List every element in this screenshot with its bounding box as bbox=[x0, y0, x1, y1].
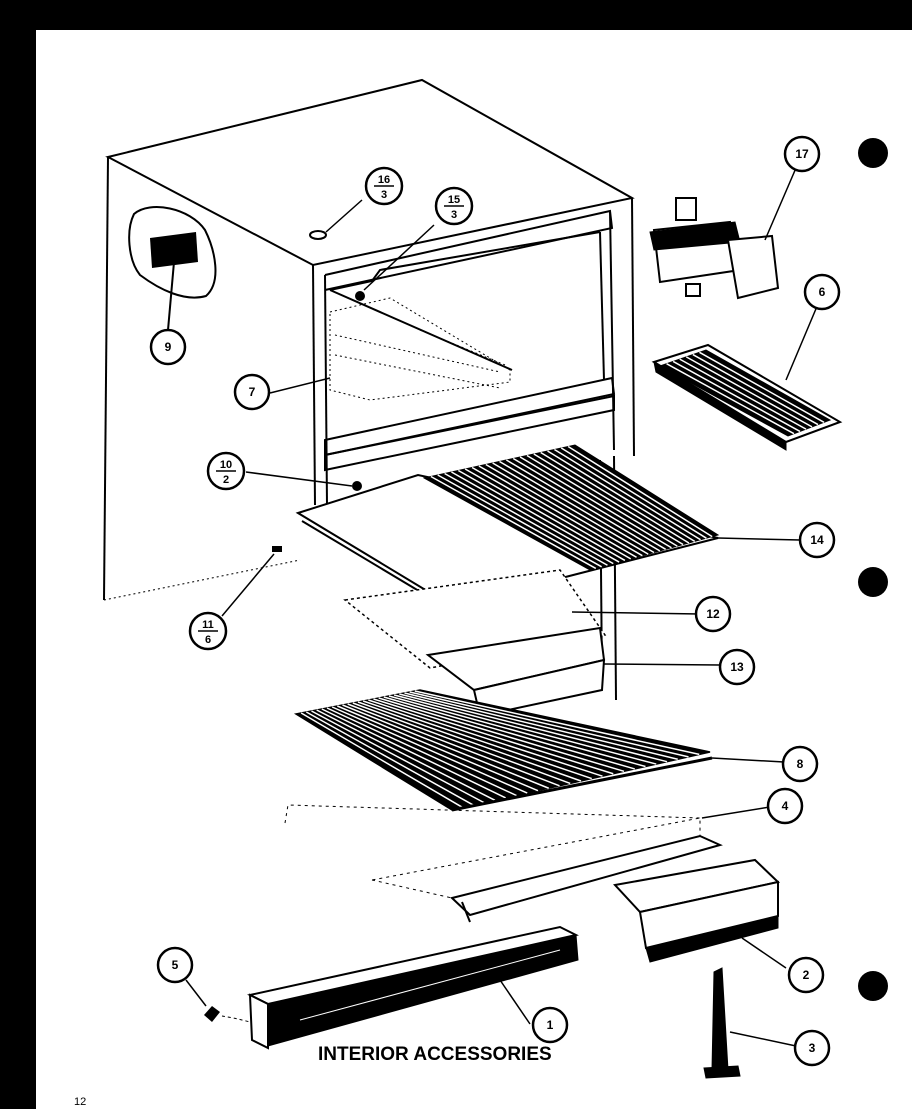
crisper-drawer bbox=[613, 858, 787, 969]
callout-circle bbox=[781, 745, 819, 783]
freezer-shelf bbox=[295, 444, 801, 613]
callout-number: 7 bbox=[249, 385, 256, 399]
callout-circle bbox=[694, 595, 732, 633]
ice-cube-tray bbox=[651, 303, 843, 451]
top-screw bbox=[309, 199, 363, 240]
callout-number: 13 bbox=[730, 660, 744, 674]
callout-number: 5 bbox=[172, 958, 179, 972]
callout-circle bbox=[787, 956, 825, 994]
callout-number: 2 bbox=[803, 968, 810, 982]
callout-circle bbox=[531, 1006, 569, 1044]
callout-number: 10 bbox=[220, 459, 232, 471]
callout-4: 4 bbox=[766, 787, 804, 825]
callout-number: 14 bbox=[810, 533, 824, 547]
crisper-front bbox=[247, 925, 579, 1050]
callout-quantity: 3 bbox=[451, 209, 457, 221]
callout-number: 1 bbox=[547, 1018, 554, 1032]
punch-hole-middle bbox=[858, 567, 888, 597]
callout-number: 17 bbox=[795, 147, 809, 161]
callout-number: 11 bbox=[202, 619, 214, 631]
callout-circle bbox=[783, 135, 821, 173]
callout-8: 8 bbox=[781, 745, 819, 783]
callout-3: 3 bbox=[793, 1029, 831, 1067]
crisper-clip bbox=[185, 979, 251, 1023]
callout-circle bbox=[233, 373, 271, 411]
label-plate bbox=[128, 206, 217, 331]
punch-hole-bottom bbox=[858, 971, 888, 1001]
callout-number: 3 bbox=[809, 1041, 816, 1055]
callout-circle bbox=[803, 273, 841, 311]
callout-number: 8 bbox=[797, 757, 804, 771]
callout-number: 9 bbox=[165, 340, 172, 354]
shelf-support-screw bbox=[245, 471, 362, 491]
rear-panel bbox=[103, 297, 511, 601]
callout-11-6: 116 bbox=[188, 611, 228, 651]
meat-pan bbox=[343, 569, 721, 718]
crisper-cover bbox=[284, 804, 771, 923]
callout-2: 2 bbox=[787, 956, 825, 994]
callout-number: 6 bbox=[819, 285, 826, 299]
callout-number: 16 bbox=[378, 174, 390, 186]
refrigerator-shelf bbox=[293, 689, 785, 812]
support-leg bbox=[703, 967, 797, 1079]
callout-15-3: 153 bbox=[434, 186, 474, 226]
callout-16-3: 163 bbox=[364, 166, 404, 206]
callout-13: 13 bbox=[718, 648, 756, 686]
callout-10-2: 102 bbox=[206, 451, 246, 491]
diagram-caption: INTERIOR ACCESSORIES bbox=[318, 1044, 552, 1065]
callout-circle bbox=[149, 328, 187, 366]
inner-screw bbox=[355, 224, 435, 301]
callout-7: 7 bbox=[233, 373, 271, 411]
cabinet-outline bbox=[103, 78, 635, 701]
scan-mark bbox=[14, 40, 19, 70]
icemaker bbox=[649, 167, 797, 300]
callout-1: 1 bbox=[531, 1006, 569, 1044]
callout-circle bbox=[798, 521, 836, 559]
shelf-clip bbox=[221, 546, 282, 617]
callout-number: 12 bbox=[706, 607, 720, 621]
page-number: 12 bbox=[74, 1096, 87, 1108]
callout-circle bbox=[718, 648, 756, 686]
callout-5: 5 bbox=[156, 946, 194, 984]
callout-quantity: 3 bbox=[381, 189, 387, 201]
callout-circle bbox=[766, 787, 804, 825]
callout-number: 4 bbox=[782, 799, 789, 813]
callout-circle bbox=[793, 1029, 831, 1067]
callout-number: 15 bbox=[448, 194, 460, 206]
callout-circle bbox=[156, 946, 194, 984]
callout-12: 12 bbox=[694, 595, 732, 633]
punch-hole-top bbox=[858, 138, 888, 168]
callout-quantity: 6 bbox=[205, 634, 211, 646]
callout-6: 6 bbox=[803, 273, 841, 311]
callout-14: 14 bbox=[798, 521, 836, 559]
callout-9: 9 bbox=[149, 328, 187, 366]
callout-quantity: 2 bbox=[223, 474, 229, 486]
callout-17: 17 bbox=[783, 135, 821, 173]
